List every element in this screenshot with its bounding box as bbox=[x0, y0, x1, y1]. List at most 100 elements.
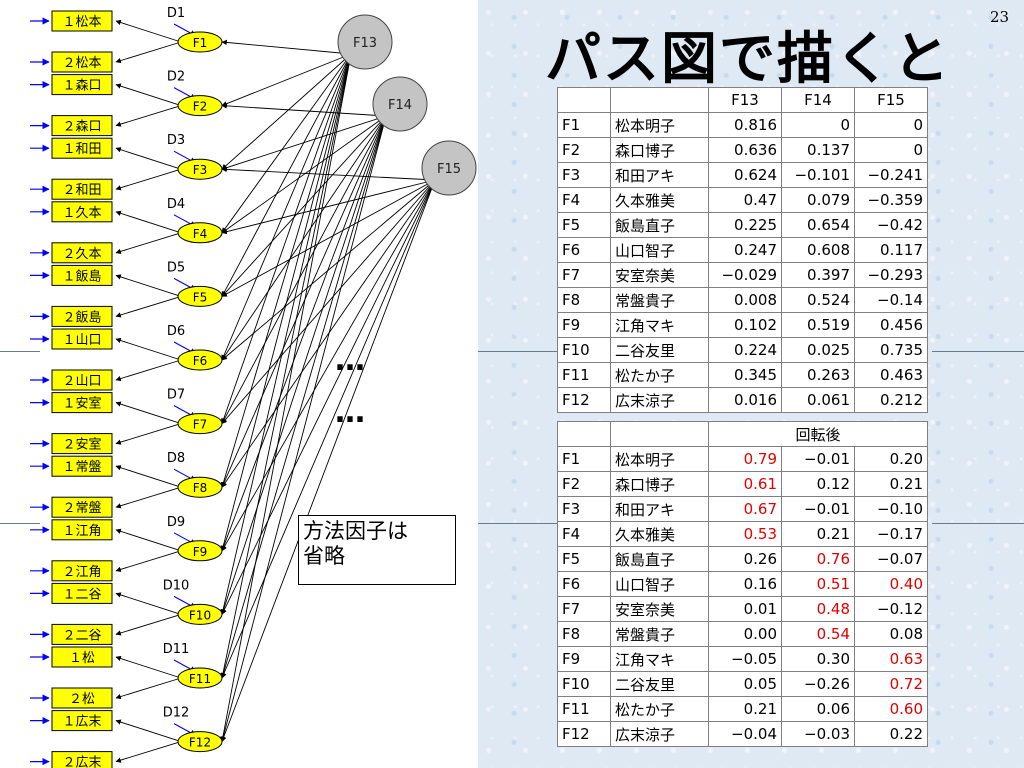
indicator-box bbox=[51, 519, 113, 541]
ellipsis: … bbox=[335, 343, 366, 378]
note-line: 方法因子は bbox=[303, 519, 408, 543]
guide-line bbox=[478, 523, 558, 524]
loading-cell: 0.21 bbox=[854, 471, 928, 497]
loading-cell: 0.40 bbox=[854, 571, 928, 597]
indicator-label: １松 bbox=[69, 651, 95, 666]
name-cell: 江角マキ bbox=[610, 312, 709, 338]
loading-cell: 0.079 bbox=[781, 187, 855, 213]
factor-label: F7 bbox=[193, 418, 208, 432]
loading-cell: −0.241 bbox=[854, 162, 928, 188]
higher-factor-label: F15 bbox=[437, 162, 461, 177]
indicator-label: ２飯島 bbox=[62, 310, 101, 325]
indicator-box bbox=[51, 10, 113, 32]
loading-cell: 0 bbox=[854, 137, 928, 163]
loading-cell: 0.06 bbox=[781, 696, 855, 722]
loading-cell: 0.08 bbox=[854, 621, 928, 647]
loading-cell: 0.67 bbox=[708, 496, 782, 522]
indicator-label: １久本 bbox=[62, 206, 101, 221]
header-cell: F15 bbox=[854, 87, 928, 113]
factor-cell: F4 bbox=[557, 187, 611, 213]
guide-line bbox=[0, 523, 40, 524]
guide-line bbox=[932, 523, 1024, 524]
slide-title: パス図で描くと bbox=[545, 27, 951, 92]
name-cell: 広末涼子 bbox=[610, 387, 709, 413]
loading-cell: 0.524 bbox=[781, 287, 855, 313]
factor-cell: F9 bbox=[557, 646, 611, 672]
ellipsis: … bbox=[335, 395, 366, 430]
factor-cell: F6 bbox=[557, 571, 611, 597]
loading-cell: −0.03 bbox=[781, 721, 855, 747]
indicator-label: ２二谷 bbox=[62, 628, 101, 643]
factor-node bbox=[177, 349, 223, 371]
name-cell: 和田アキ bbox=[610, 162, 709, 188]
factor-node bbox=[177, 413, 223, 435]
factor-cell: F11 bbox=[557, 696, 611, 722]
factor-cell: F8 bbox=[557, 621, 611, 647]
factor-cell: F12 bbox=[557, 721, 611, 747]
loading-cell: −0.04 bbox=[708, 721, 782, 747]
factor-cell: F8 bbox=[557, 287, 611, 313]
guide-line bbox=[478, 351, 558, 352]
guide-line bbox=[932, 351, 1024, 352]
factor-cell: F10 bbox=[557, 671, 611, 697]
guide-line bbox=[0, 351, 40, 352]
loading-cell: 0.16 bbox=[708, 571, 782, 597]
indicator-box bbox=[51, 710, 113, 732]
table-header-row: 回転後 bbox=[557, 421, 928, 447]
loading-cell: −0.01 bbox=[781, 446, 855, 472]
name-cell: 和田アキ bbox=[610, 496, 709, 522]
name-cell: 常盤貴子 bbox=[610, 287, 709, 313]
loading-cell: 0.26 bbox=[708, 546, 782, 572]
factor-label: F4 bbox=[193, 227, 208, 241]
loading-cell: 0.60 bbox=[854, 696, 928, 722]
indicator-label: ２久本 bbox=[62, 247, 101, 262]
name-cell: 江角マキ bbox=[610, 646, 709, 672]
header-cell: F13 bbox=[708, 87, 782, 113]
loading-cell: −0.17 bbox=[854, 521, 928, 547]
factor-node bbox=[177, 285, 223, 307]
indicator-label: ２江角 bbox=[62, 565, 101, 580]
name-cell: 松本明子 bbox=[610, 112, 709, 138]
factor-node bbox=[177, 603, 223, 625]
factor-cell: F2 bbox=[557, 137, 611, 163]
loading-cell: 0.47 bbox=[708, 187, 782, 213]
factor-node bbox=[177, 31, 223, 53]
factor-label: F5 bbox=[193, 290, 208, 304]
loading-cell: 0.016 bbox=[708, 387, 782, 413]
indicator-box bbox=[51, 137, 113, 159]
loading-cell: −0.12 bbox=[854, 596, 928, 622]
loading-cell: 0.20 bbox=[854, 446, 928, 472]
indicator-label: ２広末 bbox=[62, 756, 101, 768]
name-cell: 久本雅美 bbox=[610, 187, 709, 213]
name-cell: 松本明子 bbox=[610, 446, 709, 472]
disturbance-label: D4 bbox=[167, 197, 185, 212]
indicator-label: ２和田 bbox=[62, 183, 101, 198]
higher-factor-node bbox=[337, 14, 393, 70]
loading-cell: 0.263 bbox=[781, 362, 855, 388]
name-cell: 飯島直子 bbox=[610, 546, 709, 572]
disturbance-label: D3 bbox=[167, 133, 185, 148]
loading-cell: 0.76 bbox=[781, 546, 855, 572]
loading-cell: 0.63 bbox=[854, 646, 928, 672]
indicator-box bbox=[51, 623, 113, 645]
note-line: 省略 bbox=[303, 544, 345, 568]
indicator-label: ２森口 bbox=[62, 120, 101, 135]
indicator-label: １飯島 bbox=[62, 269, 101, 284]
loading-cell: −0.14 bbox=[854, 287, 928, 313]
factor-cell: F3 bbox=[557, 496, 611, 522]
factor-label: F8 bbox=[193, 481, 208, 495]
header-cell: 回転後 bbox=[708, 421, 928, 447]
indicator-box bbox=[51, 455, 113, 477]
loading-cell: −0.101 bbox=[781, 162, 855, 188]
indicator-box bbox=[51, 369, 113, 391]
indicator-box bbox=[51, 687, 113, 709]
